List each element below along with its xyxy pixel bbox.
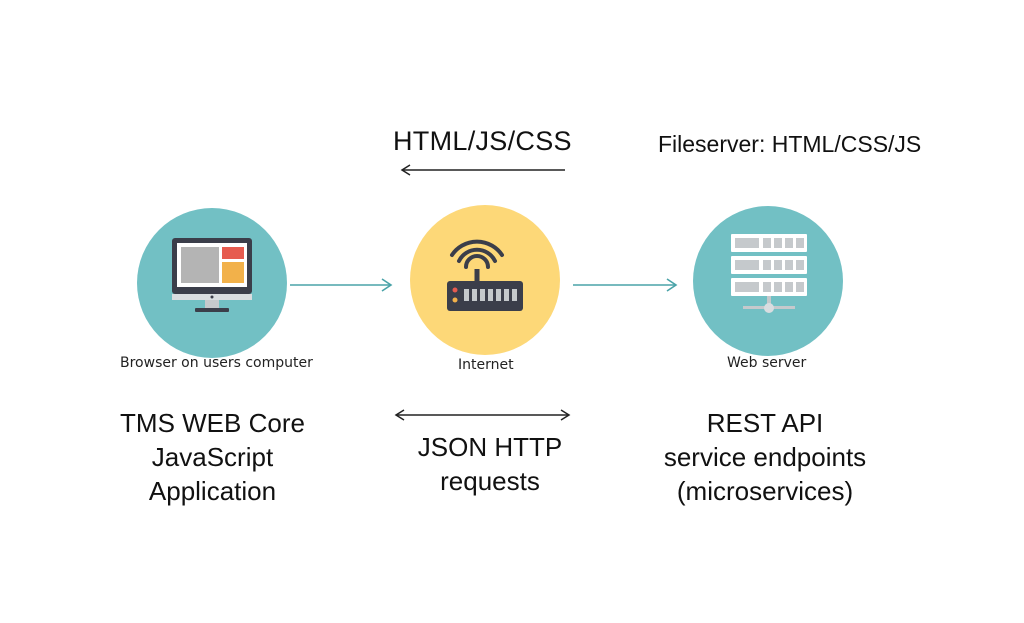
description-line: TMS WEB Core (120, 408, 305, 438)
caption-web-server: Web server (727, 355, 807, 371)
arrow-internet-to-server (573, 278, 678, 292)
router-icon (447, 239, 523, 311)
node-web-server (693, 206, 843, 356)
top-label-fileserver: Fileserver: HTML/CSS/JS (658, 131, 922, 157)
description-rest-api: REST API service endpoints (microservice… (630, 406, 900, 508)
description-line: (microservices) (676, 476, 854, 506)
caption-internet: Internet (458, 357, 514, 373)
description-line: service endpoints (663, 442, 867, 472)
description-json-requests: JSON HTTP requests (380, 430, 600, 498)
description-line: JSON HTTP (417, 432, 563, 462)
arrow-json-bidirectional (394, 409, 571, 421)
node-internet (410, 205, 560, 355)
node-browser (137, 208, 287, 358)
description-line: requests (440, 466, 540, 496)
server-rack-icon (731, 234, 807, 313)
top-label-html-js-css: HTML/JS/CSS (393, 126, 572, 156)
description-line: REST API (706, 408, 824, 438)
description-client-app: TMS WEB Core JavaScript Application (90, 406, 335, 508)
monitor-icon (172, 238, 252, 312)
caption-browser: Browser on users computer (120, 355, 313, 371)
arrow-browser-to-internet (290, 278, 393, 292)
description-line: JavaScript (151, 442, 274, 472)
arrow-files-to-browser (400, 164, 565, 176)
description-line: Application (148, 476, 277, 506)
